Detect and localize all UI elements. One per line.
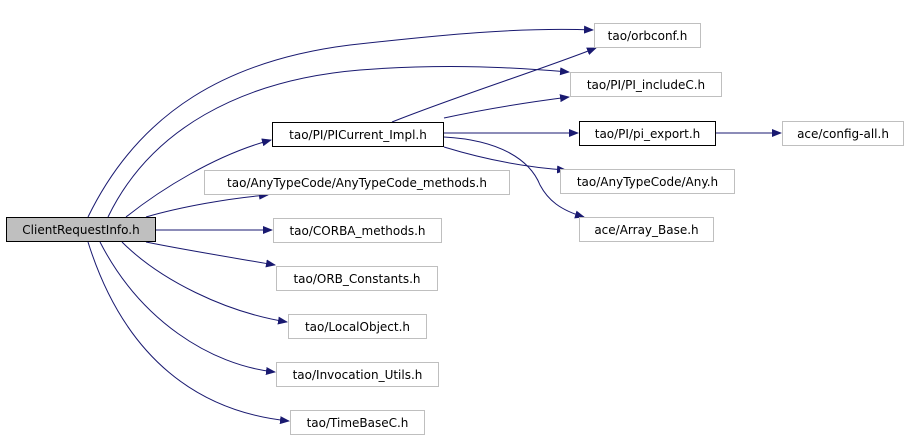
node-orb-constants[interactable]: tao/ORB_Constants.h (276, 266, 438, 291)
edge-root-to-picurrent-impl (125, 138, 272, 218)
node-any[interactable]: tao/AnyTypeCode/Any.h (560, 169, 735, 194)
edge-picurrent-to-orbconf (391, 47, 597, 123)
node-picurrent-impl[interactable]: tao/PI/PICurrent_Impl.h (272, 122, 444, 147)
edge-root-to-anytypecode-methods (145, 191, 269, 218)
node-corba-methods[interactable]: tao/CORBA_methods.h (273, 218, 442, 243)
node-array-base[interactable]: ace/Array_Base.h (579, 217, 714, 242)
node-timebasec[interactable]: tao/TimeBaseC.h (290, 410, 425, 435)
node-pi-includec[interactable]: tao/PI/PI_includeC.h (570, 72, 722, 97)
node-orbconf[interactable]: tao/orbconf.h (594, 23, 701, 48)
edge-root-to-pi-includec (107, 66, 570, 218)
edge-root-to-timebasec (87, 241, 290, 425)
node-invocation-utils[interactable]: tao/Invocation_Utils.h (276, 362, 439, 387)
node-anytypecode-methods[interactable]: tao/AnyTypeCode/AnyTypeCode_methods.h (204, 170, 510, 195)
edge-root-to-orb-constants (145, 241, 276, 268)
edge-picurrent-to-any (443, 146, 567, 174)
node-local-object[interactable]: tao/LocalObject.h (288, 314, 427, 339)
edge-root-to-orbconf (87, 25, 594, 218)
node-client-request-info[interactable]: ClientRequestInfo.h (6, 217, 156, 242)
edge-picurrent-to-pi-includec (443, 94, 570, 119)
node-config-all[interactable]: ace/config-all.h (782, 121, 904, 146)
edge-root-to-local-object (121, 241, 288, 325)
edge-root-to-invocation-utils (99, 241, 276, 376)
node-pi-export[interactable]: tao/PI/pi_export.h (579, 121, 716, 146)
edge-picurrent-to-array-base (443, 136, 585, 219)
